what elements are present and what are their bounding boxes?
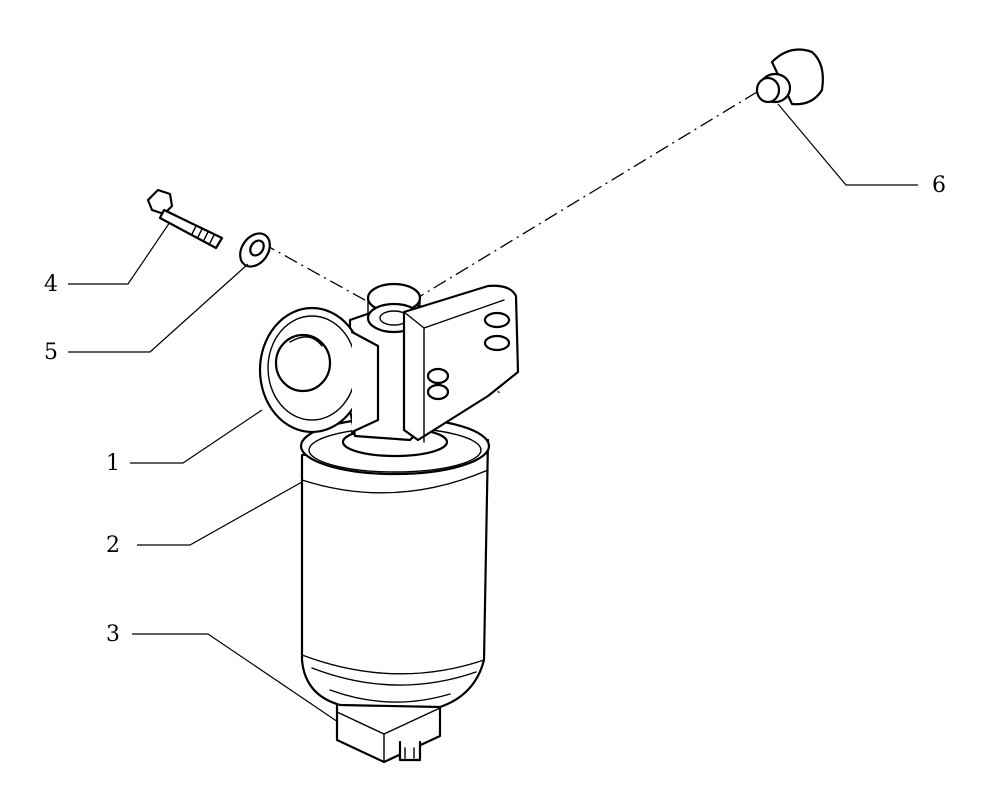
leader-lines <box>68 103 918 723</box>
washer-part <box>239 232 271 268</box>
bolt-part <box>146 188 224 250</box>
callout-number-2: 2 <box>106 533 120 558</box>
leader-line-5 <box>68 263 249 353</box>
callout-number-3: 3 <box>106 622 120 647</box>
callout-number-6: 6 <box>932 173 946 198</box>
leader-line-6 <box>777 103 918 186</box>
leader-line-4 <box>68 221 171 285</box>
plug-centerline <box>413 91 758 301</box>
callout-number-4: 4 <box>44 272 58 297</box>
leader-line-3 <box>132 633 339 723</box>
filter-cartridge-part <box>299 416 491 709</box>
plug-part <box>755 48 824 106</box>
callout-labels: 1 2 3 4 5 6 <box>44 173 946 647</box>
leader-line-2 <box>137 481 303 546</box>
leader-line-1 <box>130 409 263 464</box>
filter-head-part <box>258 282 520 443</box>
callout-number-5: 5 <box>44 340 58 365</box>
callout-number-1: 1 <box>106 451 120 476</box>
